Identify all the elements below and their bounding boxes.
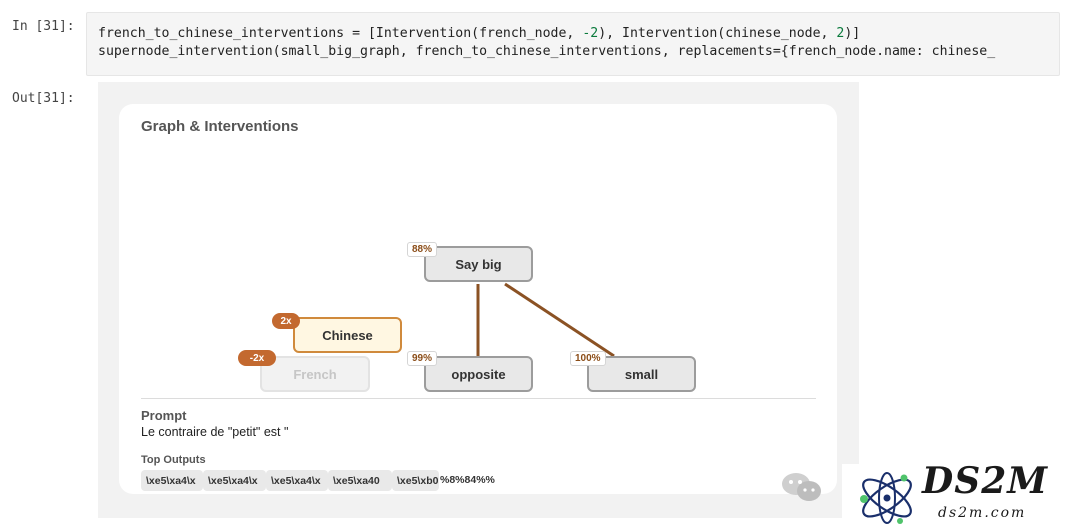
top-outputs-heading: Top Outputs: [141, 454, 206, 466]
logo-watermark: [842, 464, 1080, 532]
pill-french-intervention: -2x: [238, 350, 276, 366]
node-say-big[interactable]: Say big: [424, 246, 533, 282]
node-french[interactable]: French: [260, 356, 370, 392]
badge-small: 100%: [570, 351, 606, 366]
prompt-heading: Prompt: [141, 408, 187, 423]
code-cell[interactable]: french_to_chinese_interventions = [Inter…: [86, 12, 1060, 76]
wechat-icon: [782, 473, 821, 501]
output-prompt: Out[31]:: [12, 91, 75, 106]
top-output-chip[interactable]: \xe5\xb0: [392, 470, 439, 491]
code-line-2: supernode_intervention(small_big_graph, …: [98, 44, 996, 59]
divider: [141, 398, 816, 399]
pill-chinese-intervention: 2x: [272, 313, 300, 329]
top-output-chip[interactable]: \xe5\xa40: [328, 470, 392, 491]
graph-title: Graph & Interventions: [141, 118, 299, 135]
prompt-text: Le contraire de "petit" est ": [141, 425, 289, 439]
node-chinese[interactable]: Chinese: [293, 317, 402, 353]
logo-wordmark: DS2M: [922, 460, 1049, 502]
input-prompt: In [31]:: [12, 19, 75, 34]
top-output-chip[interactable]: \xe5\xa4\x: [141, 470, 203, 491]
top-output-overflow: %8%84%%: [440, 474, 495, 486]
top-output-chip[interactable]: \xe5\xa4\x: [266, 470, 328, 491]
logo-site: ds2m.com: [938, 505, 1027, 521]
atom-logo-icon: [860, 472, 912, 524]
badge-opposite: 99%: [407, 351, 438, 366]
node-opposite[interactable]: opposite: [424, 356, 533, 392]
badge-say-big: 88%: [407, 242, 438, 257]
edge-saybig-small: [504, 282, 615, 358]
top-output-chip[interactable]: \xe5\xa4\x: [203, 470, 266, 491]
code-line-1: french_to_chinese_interventions = [Inter…: [98, 26, 861, 41]
